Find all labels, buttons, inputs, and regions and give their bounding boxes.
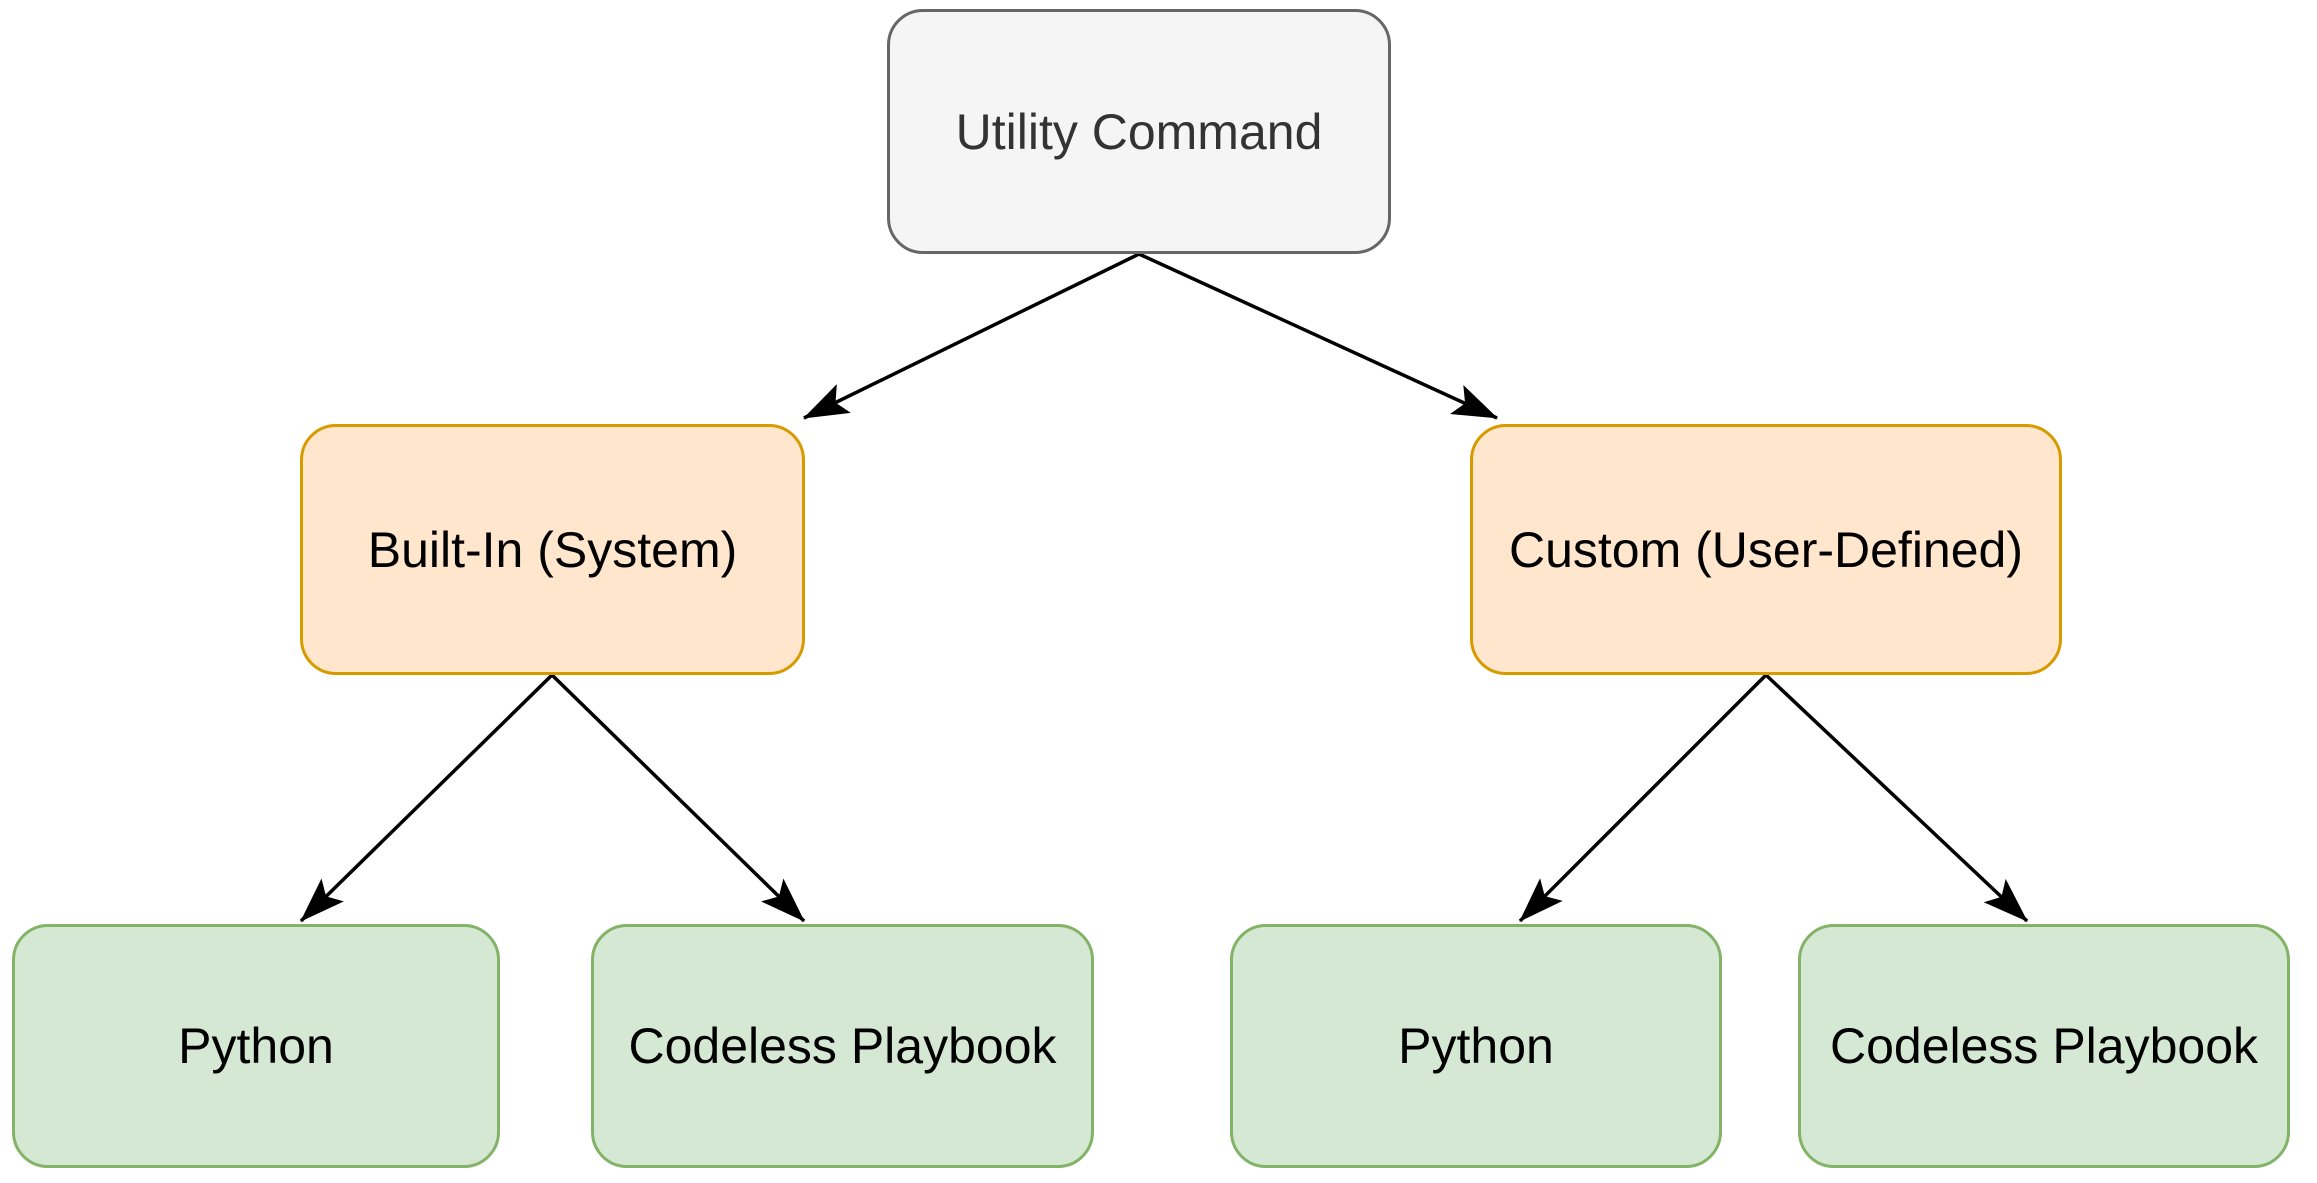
node-custom: Custom (User-Defined): [1470, 424, 2062, 675]
node-built-in: Built-In (System): [300, 424, 805, 675]
node-built-in-python: Python: [12, 924, 500, 1168]
edge-utility-command-to-built-in: [803, 252, 1140, 420]
node-label-utility-command: Utility Command: [955, 103, 1323, 160]
node-label-custom-python: Python: [1398, 1018, 1554, 1074]
node-label-built-in-codeless-playbook: Codeless Playbook: [628, 1018, 1057, 1074]
node-built-in-codeless-playbook: Codeless Playbook: [591, 924, 1094, 1168]
node-custom-python: Python: [1230, 924, 1722, 1168]
edge-built-in-to-built-in-codeless-playbook: [550, 673, 806, 923]
node-label-built-in-python: Python: [178, 1018, 334, 1074]
node-label-built-in: Built-In (System): [367, 521, 738, 578]
edge-custom-to-custom-codeless-playbook: [1764, 673, 2029, 923]
node-custom-codeless-playbook: Codeless Playbook: [1798, 924, 2290, 1168]
edge-utility-command-to-custom: [1138, 252, 1498, 420]
edge-built-in-to-built-in-python: [299, 673, 554, 923]
node-utility-command: Utility Command: [887, 9, 1391, 254]
node-label-custom: Custom (User-Defined): [1508, 521, 2023, 578]
node-label-custom-codeless-playbook: Codeless Playbook: [1829, 1018, 2259, 1074]
edge-custom-to-custom-python: [1518, 673, 1768, 923]
